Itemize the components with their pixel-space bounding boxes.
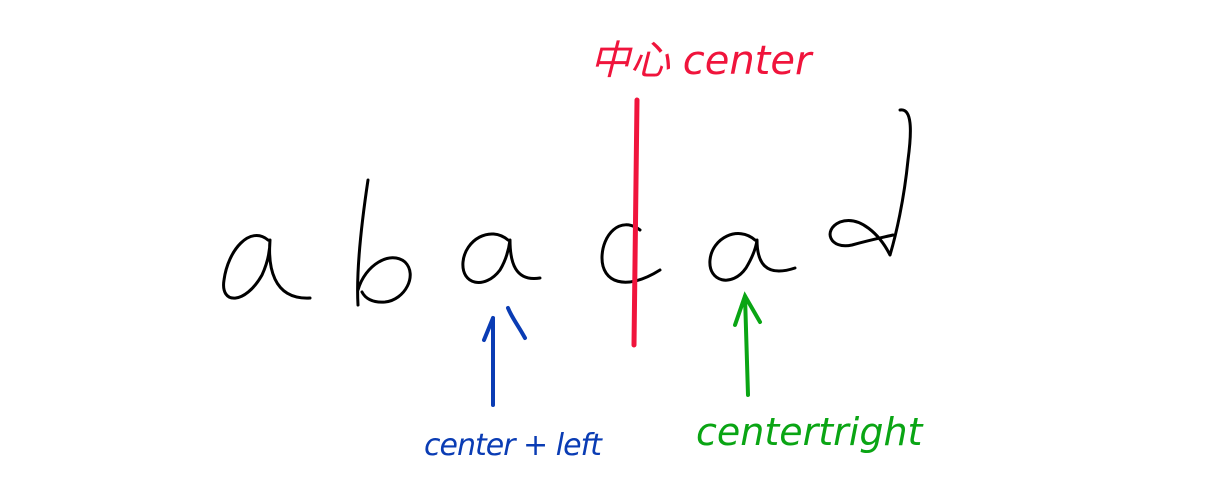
letter-c	[600, 223, 662, 284]
letter-a-3	[708, 232, 797, 282]
letter-a-1	[222, 234, 312, 300]
center-left-label: center + left	[424, 428, 602, 463]
center-right-label: centertright	[696, 410, 923, 454]
center-right-arrow	[733, 291, 762, 397]
letter-d	[828, 108, 912, 257]
center-label: 中心 center	[590, 38, 812, 84]
letter-a-2	[461, 232, 542, 284]
letter-b	[356, 178, 412, 307]
center-left-arrow	[482, 306, 527, 407]
center-line	[631, 97, 640, 348]
